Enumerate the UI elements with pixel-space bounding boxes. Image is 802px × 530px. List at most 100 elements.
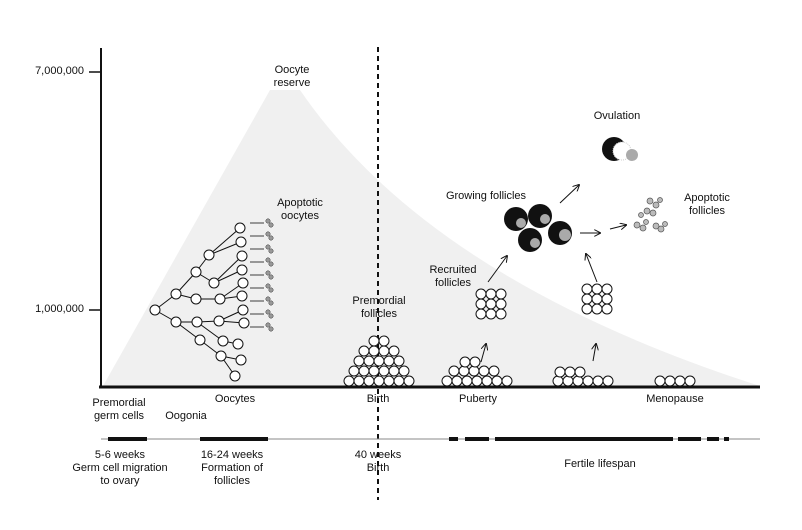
ovulation-label: Ovulation xyxy=(593,110,641,122)
oocyte-cell xyxy=(214,293,226,305)
apoptotic-oocyte-speck xyxy=(265,283,271,289)
premordial-follicle xyxy=(481,375,493,387)
oocyte-cell xyxy=(190,293,202,305)
apoptotic-oocyte-speck xyxy=(265,309,271,315)
oocyte-cell xyxy=(235,354,247,366)
oocyte-cell xyxy=(236,290,248,302)
recruited-follicle xyxy=(485,288,497,300)
recruited-follicle xyxy=(591,283,603,295)
oocyte-cell xyxy=(213,315,225,327)
premordial-follicle xyxy=(552,375,564,387)
premordial-follicle xyxy=(378,335,390,347)
growing-follicles-label: Growing follicles xyxy=(445,190,527,202)
oocyte-cell xyxy=(215,350,227,362)
premordial-follicle xyxy=(664,375,676,387)
apoptotic-oocyte-speck xyxy=(268,248,274,254)
oocyte-cell xyxy=(149,304,161,316)
premordial-follicle xyxy=(441,375,453,387)
recruited-follicle xyxy=(591,303,603,315)
recruited-follicle xyxy=(495,298,507,310)
premordial-follicle xyxy=(461,375,473,387)
oocyte-lineage-tree xyxy=(149,218,274,382)
oocyte-cell xyxy=(234,222,246,234)
recruited-follicle xyxy=(591,293,603,305)
recruited-follicle xyxy=(581,293,593,305)
premordial-follicle xyxy=(353,375,365,387)
y-tick-label-top: 7,000,000 xyxy=(35,65,84,77)
premordial-follicle xyxy=(368,335,380,347)
premordial-follicle xyxy=(448,365,460,377)
premordial-follicle xyxy=(358,345,370,357)
premordial-follicle xyxy=(353,355,365,367)
premordial-follicle xyxy=(459,356,471,368)
recruited-follicle xyxy=(581,303,593,315)
lineage-connector xyxy=(208,227,241,256)
premordial-follicle xyxy=(393,375,405,387)
premordial-follicle xyxy=(458,365,470,377)
oocyte-cell xyxy=(190,266,202,278)
premordial-follicle xyxy=(388,365,400,377)
apoptotic-oocyte-speck xyxy=(268,313,274,319)
apoptotic-oocyte-speck xyxy=(268,300,274,306)
premordial-follicle xyxy=(373,355,385,367)
premordial-follicle xyxy=(674,375,686,387)
timeline-fertile-lifespan-label: Fertile lifespan xyxy=(564,458,636,470)
premordial-follicle xyxy=(468,365,480,377)
oocyte-cell xyxy=(236,250,248,262)
oocytes-label: Oocytes xyxy=(214,393,256,405)
oocyte-cell xyxy=(170,288,182,300)
ovulation-follicle xyxy=(602,137,638,161)
premordial-follicle xyxy=(383,375,395,387)
oocyte-cell xyxy=(237,277,249,289)
premordial-follicle xyxy=(368,365,380,377)
premordial-follicle xyxy=(451,375,463,387)
apoptotic-oocyte-speck xyxy=(265,218,271,224)
premordial-follicle xyxy=(602,375,614,387)
oocyte-cell xyxy=(203,249,215,261)
puberty-label: Puberty xyxy=(459,393,497,405)
premordial-follicle xyxy=(363,375,375,387)
apoptotic-oocyte-speck xyxy=(268,235,274,241)
premordial-follicle xyxy=(488,365,500,377)
apoptotic-follicles-cluster xyxy=(633,197,668,233)
apoptotic-oocyte-speck xyxy=(265,322,271,328)
follicle-pyramids xyxy=(343,283,696,387)
apoptotic-oocyte-speck xyxy=(265,257,271,263)
growing-follicles xyxy=(504,204,572,252)
premordial-follicle xyxy=(378,365,390,377)
premordial-follicle xyxy=(393,355,405,367)
premordial-follicle xyxy=(471,375,483,387)
apoptotic-oocyte-speck xyxy=(265,244,271,250)
oocyte-cell xyxy=(232,338,244,350)
recruited-follicle xyxy=(475,308,487,320)
apoptotic-oocyte-speck xyxy=(268,287,274,293)
premordial-follicle xyxy=(501,375,513,387)
oocyte-cell xyxy=(229,370,241,382)
oocyte-cell xyxy=(170,316,182,328)
premordial-follicle xyxy=(564,366,576,378)
premordial-follicle xyxy=(469,356,481,368)
premordial-follicle xyxy=(654,375,666,387)
premordial-follicle xyxy=(363,355,375,367)
premordial-follicle xyxy=(398,365,410,377)
apoptotic-oocyte-speck xyxy=(265,296,271,302)
menopause-label: Menopause xyxy=(646,393,704,405)
premordial-follicle xyxy=(343,375,355,387)
oocyte-cell xyxy=(191,316,203,328)
premordial-follicle xyxy=(368,345,380,357)
premordial-follicle xyxy=(388,345,400,357)
premordial-follicle xyxy=(478,365,490,377)
premordial-follicle xyxy=(574,366,586,378)
premordial-follicle xyxy=(358,365,370,377)
apoptotic-oocyte-speck xyxy=(268,326,274,332)
arrows xyxy=(480,185,626,363)
premordial-follicle xyxy=(403,375,415,387)
